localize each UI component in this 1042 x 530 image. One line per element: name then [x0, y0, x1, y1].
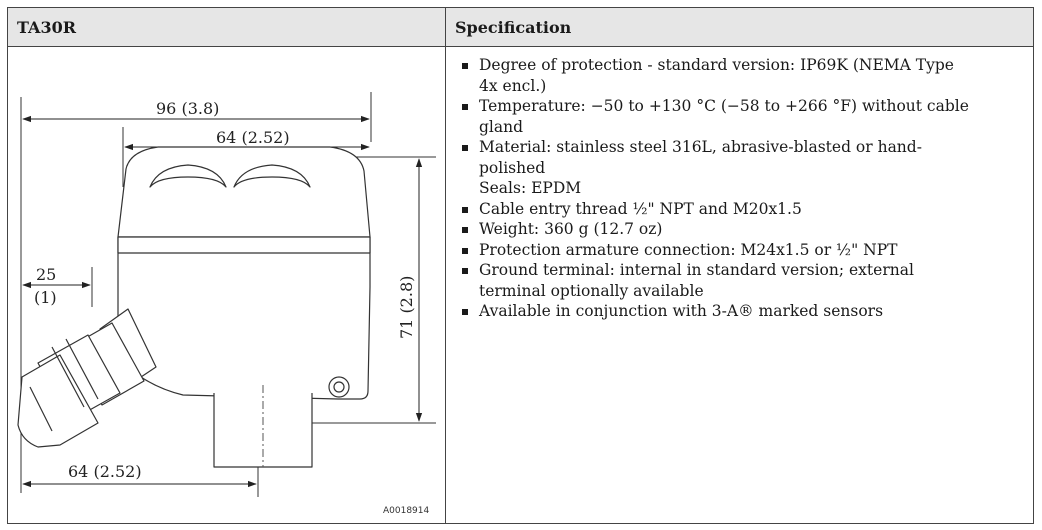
spec-line: Weight: 360 g (12.7 oz)	[479, 220, 663, 238]
header-specification: Specification	[445, 7, 1034, 47]
spec-item: Material: stainless steel 316L, abrasive…	[462, 137, 1019, 199]
spec-line: Available in conjunction with 3-A® marke…	[479, 302, 884, 320]
dim-height-label: 71 (2.8)	[397, 276, 416, 339]
spec-item: Weight: 360 g (12.7 oz)	[462, 219, 1019, 240]
spec-line: 4x encl.)	[479, 76, 547, 95]
spec-item: Available in conjunction with 3-A® marke…	[462, 301, 1019, 322]
spec-item: Temperature: −50 to +130 °C (−58 to +266…	[462, 96, 1019, 137]
dimension-drawing: 96 (3.8) 64 (2.52) 25 (1) 71 (2.8) 64 (2…	[17, 92, 436, 516]
specification-cell: Degree of protection - standard version:…	[445, 46, 1034, 524]
cable-gland	[17, 308, 157, 448]
table-header-row: TA30R Specification	[7, 7, 1034, 47]
spec-line: terminal optionally available	[479, 281, 704, 300]
housing-outline	[117, 146, 371, 468]
spec-item: Ground terminal: internal in standard ve…	[462, 260, 1019, 301]
spec-line: Seals: EPDM	[479, 179, 582, 197]
spec-line: Protection armature connection: M24x1.5 …	[479, 240, 898, 259]
dim-gland-offset-inch-label: (1)	[34, 288, 57, 307]
table-row: 96 (3.8) 64 (2.52) 25 (1) 71 (2.8) 64 (2…	[7, 46, 1034, 524]
drawing-cell: 96 (3.8) 64 (2.52) 25 (1) 71 (2.8) 64 (2…	[7, 46, 446, 524]
dim-gland-offset-label: 25	[36, 265, 56, 284]
spec-item: Cable entry thread ½" NPT and M20x1.5	[462, 199, 1019, 220]
header-model: TA30R	[7, 7, 446, 47]
specification-list: Degree of protection - standard version:…	[446, 47, 1033, 322]
spec-line: Ground terminal: internal in standard ve…	[479, 261, 914, 279]
spec-line: Degree of protection - standard version:…	[479, 56, 954, 74]
dim-overall-width-label: 96 (3.8)	[156, 99, 219, 118]
specification-table: TA30R Specification	[7, 7, 1034, 524]
spec-item: Degree of protection - standard version:…	[462, 55, 1019, 96]
spec-line: Cable entry thread ½" NPT and M20x1.5	[479, 199, 802, 218]
dim-base-width-label: 64 (2.52)	[68, 462, 142, 481]
spec-line: Temperature: −50 to +130 °C (−58 to +266…	[479, 97, 969, 115]
spec-line: Material: stainless steel 316L, abrasive…	[479, 138, 922, 156]
figure-code: A0018914	[383, 506, 430, 516]
spec-item: Protection armature connection: M24x1.5 …	[462, 240, 1019, 261]
dim-head-width-label: 64 (2.52)	[216, 128, 290, 147]
spec-line: gland	[479, 117, 524, 136]
spec-line: polished	[479, 158, 546, 177]
